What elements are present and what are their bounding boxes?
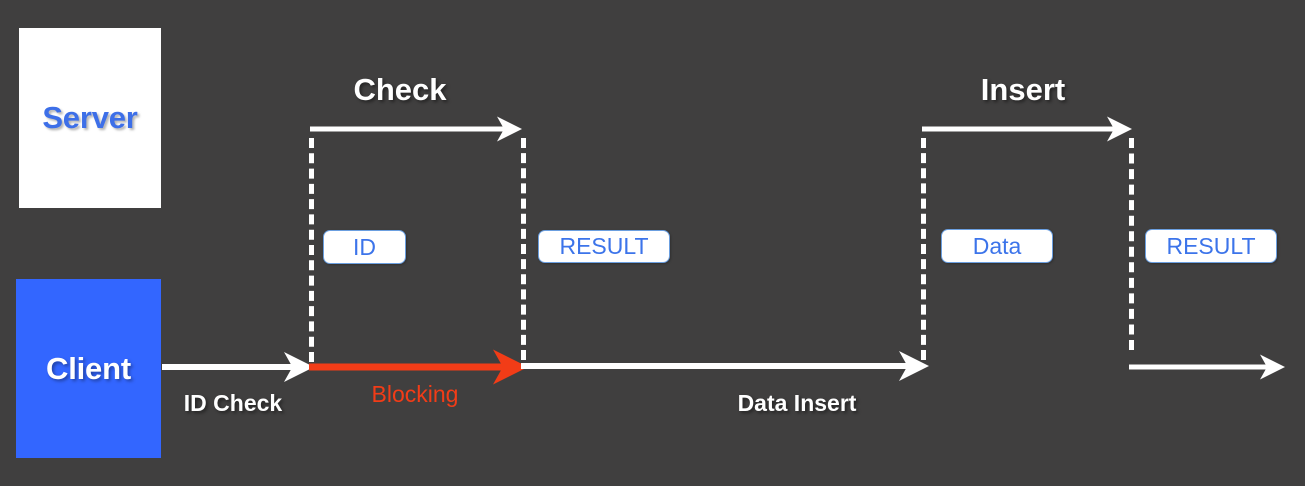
message-pill-data[interactable]: Data [941,229,1053,263]
dashed-lifeline-insert-right [1129,138,1134,350]
edge-label-blocking: Blocking [371,381,459,407]
dashed-lifeline-check-right [521,138,526,360]
message-pill-result-1[interactable]: RESULT [538,230,670,263]
client-node-label: Client [46,350,131,386]
edge-label-id-check: ID Check [183,390,283,416]
section-title-insert: Insert [980,72,1066,107]
edge-label-data-insert: Data Insert [737,390,857,416]
dashed-lifeline-insert-left [921,138,926,360]
client-node-box: Client [16,279,161,458]
dashed-lifeline-check-left [309,138,314,362]
server-node-label: Server [42,100,138,135]
message-pill-id[interactable]: ID [323,230,406,264]
server-node-box: Server [19,28,161,208]
section-title-check: Check [353,72,447,107]
message-pill-result-2[interactable]: RESULT [1145,229,1277,263]
